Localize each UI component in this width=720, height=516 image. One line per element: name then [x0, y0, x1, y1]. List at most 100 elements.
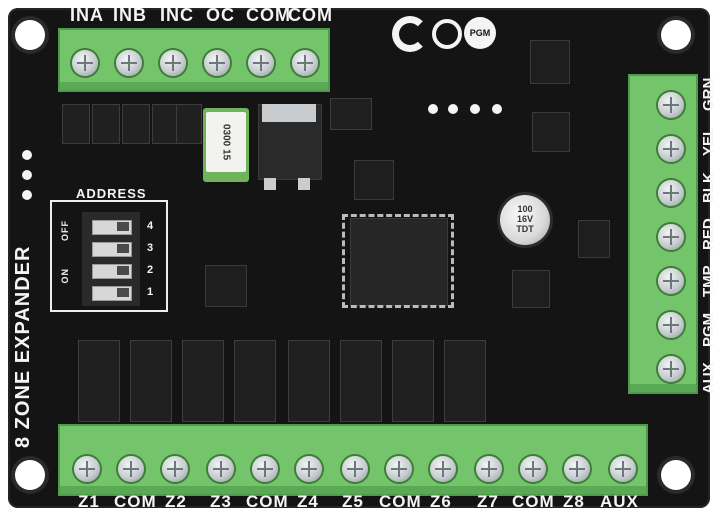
electrolytic-capacitor: 100 16V TDT — [500, 195, 550, 245]
screw-terminal-z8[interactable] — [564, 456, 590, 482]
zone-circuit-3 — [182, 340, 224, 422]
right-label-grn: GRN — [700, 78, 717, 112]
dip-number-3: 3 — [147, 242, 155, 254]
bottom-label-com-2: COM — [246, 492, 289, 511]
bottom-label-z4: Z4 — [297, 492, 319, 511]
capacitor-voltage: 16V — [516, 214, 533, 224]
screw-terminal-z6[interactable] — [430, 456, 456, 482]
bottom-label-com-4: COM — [512, 492, 555, 511]
dip-switch-3[interactable] — [92, 242, 132, 257]
ce-mark-icon — [392, 16, 428, 52]
bottom-label-z5: Z5 — [342, 492, 364, 511]
dip-switch-1[interactable] — [92, 286, 132, 301]
indicator-dot — [22, 170, 32, 180]
screw-terminal-tmp[interactable] — [658, 268, 684, 294]
zone-circuit-4 — [234, 340, 276, 422]
ic-chip — [530, 40, 570, 84]
screw-terminal-com-z3z4[interactable] — [252, 456, 278, 482]
screw-terminal-z7[interactable] — [476, 456, 502, 482]
zone-circuit-1 — [78, 340, 120, 422]
smd-transistor — [122, 104, 150, 144]
screw-terminal-z5[interactable] — [342, 456, 368, 482]
right-label-yel: YEL — [700, 126, 717, 157]
mounting-hole-bottom-right — [661, 460, 691, 490]
ic-chip — [205, 265, 247, 307]
indicator-dot — [22, 150, 32, 160]
screw-terminal-com-z7z8[interactable] — [520, 456, 546, 482]
dip-number-2: 2 — [147, 264, 155, 276]
top-terminal-block — [58, 28, 330, 92]
screw-terminal-com-1[interactable] — [248, 50, 274, 76]
mounting-hole-bottom-left — [15, 460, 45, 490]
recycle-icon — [432, 19, 462, 49]
screw-terminal-ina[interactable] — [72, 50, 98, 76]
right-terminal-labels: AUX PGM TMP RED BLK YEL GRN — [700, 78, 720, 394]
zone-circuit-7 — [392, 340, 434, 422]
zone-circuit-8 — [444, 340, 486, 422]
screw-terminal-red[interactable] — [658, 224, 684, 250]
screw-terminal-com-2[interactable] — [292, 50, 318, 76]
smd-transistor — [62, 104, 90, 144]
bottom-label-com-1: COM — [114, 492, 157, 511]
right-label-tmp: TMP — [700, 265, 717, 298]
screw-terminal-aux[interactable] — [658, 356, 684, 382]
bottom-label-aux: AUX — [600, 492, 639, 511]
top-label-ina: INA — [70, 5, 104, 25]
screw-terminal-inb[interactable] — [116, 50, 142, 76]
dip-off-label: OFF — [60, 220, 70, 241]
capacitor-brand: TDT — [516, 224, 534, 234]
zone-circuit-5 — [288, 340, 330, 422]
right-label-aux: AUX — [700, 362, 717, 394]
bottom-label-z1: Z1 — [78, 492, 100, 511]
ic-chip — [354, 160, 394, 200]
screw-terminal-z4[interactable] — [296, 456, 322, 482]
smd-transistor — [92, 104, 120, 144]
smd-transistor — [152, 104, 180, 144]
smd-transistor — [176, 104, 202, 144]
top-label-inc: INC — [160, 5, 194, 25]
ic-chip — [532, 112, 570, 152]
indicator-dot — [492, 104, 502, 114]
regulator-tab — [262, 104, 316, 122]
screw-terminal-blk[interactable] — [658, 180, 684, 206]
bottom-label-z2: Z2 — [165, 492, 187, 511]
indicator-dot — [22, 190, 32, 200]
zone-circuit-2 — [130, 340, 172, 422]
dip-switch-body — [82, 212, 140, 306]
regulator-pin — [264, 178, 276, 190]
screw-terminal-com-z5z6[interactable] — [386, 456, 412, 482]
dip-switch-2[interactable] — [92, 264, 132, 279]
screw-terminal-z3[interactable] — [208, 456, 234, 482]
zone-circuit-6 — [340, 340, 382, 422]
right-terminal-block — [628, 74, 698, 394]
ic-chip — [512, 270, 550, 308]
dip-on-label: ON — [60, 268, 70, 284]
screw-terminal-com-z1z2[interactable] — [118, 456, 144, 482]
board-title: 8 ZONE EXPANDER — [12, 245, 34, 448]
dip-switch-4[interactable] — [92, 220, 132, 235]
screw-terminal-grn[interactable] — [658, 92, 684, 118]
smd-transistor — [330, 98, 372, 130]
mounting-hole-top-right — [661, 20, 691, 50]
microcontroller-pins — [342, 214, 454, 308]
screw-terminal-z1[interactable] — [74, 456, 100, 482]
bottom-label-z8: Z8 — [563, 492, 585, 511]
screw-terminal-pgm[interactable] — [658, 312, 684, 338]
polyfuse: 0300 15 — [203, 108, 249, 182]
mounting-hole-top-left — [15, 20, 45, 50]
top-label-com-1: COM — [246, 5, 291, 25]
bottom-label-z7: Z7 — [477, 492, 499, 511]
screw-terminal-z2[interactable] — [162, 456, 188, 482]
address-dip-switch: OFF ON 4 3 2 1 — [50, 200, 168, 312]
screw-terminal-yel[interactable] — [658, 136, 684, 162]
capacitor-value: 100 — [517, 204, 533, 214]
ic-chip — [578, 220, 610, 258]
right-label-red: RED — [700, 218, 717, 250]
bottom-label-z3: Z3 — [210, 492, 232, 511]
screw-terminal-aux-bottom[interactable] — [610, 456, 636, 482]
top-label-oc: OC — [206, 5, 235, 25]
right-label-blk: BLK — [700, 171, 717, 203]
screw-terminal-inc[interactable] — [160, 50, 186, 76]
screw-terminal-oc[interactable] — [204, 50, 230, 76]
address-title: ADDRESS — [76, 186, 147, 201]
